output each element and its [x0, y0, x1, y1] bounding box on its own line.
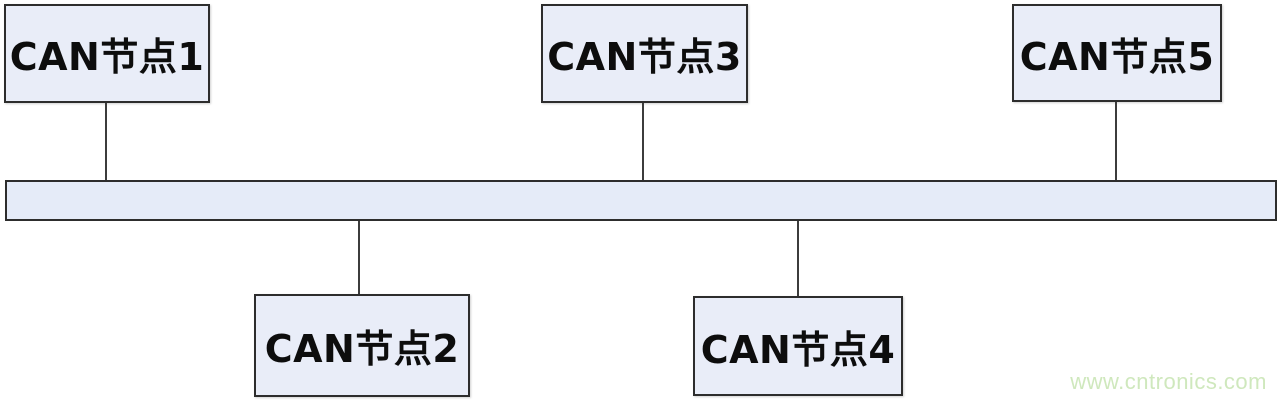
- node-can-4: CAN节点4: [693, 296, 903, 396]
- connector-node3-to-bus: [642, 103, 644, 180]
- node-can-5-label: CAN节点5: [1019, 34, 1215, 79]
- node-can-5: CAN节点5: [1012, 4, 1222, 102]
- can-bus-bar: [5, 180, 1277, 221]
- connector-node1-to-bus: [105, 103, 107, 180]
- connector-bus-to-node2: [358, 221, 360, 294]
- watermark-text: www.cntronics.com: [1070, 369, 1267, 394]
- node-can-1: CAN节点1: [4, 4, 210, 103]
- node-can-2-label: CAN节点2: [264, 327, 460, 371]
- connector-bus-to-node4: [797, 221, 799, 296]
- node-can-1-label: CAN节点1: [9, 35, 205, 79]
- node-can-2: CAN节点2: [254, 294, 470, 397]
- node-can-3: CAN节点3: [541, 4, 748, 103]
- connector-node5-to-bus: [1115, 102, 1117, 180]
- node-can-3-label: CAN节点3: [547, 35, 742, 79]
- node-can-4-label: CAN节点4: [700, 327, 896, 372]
